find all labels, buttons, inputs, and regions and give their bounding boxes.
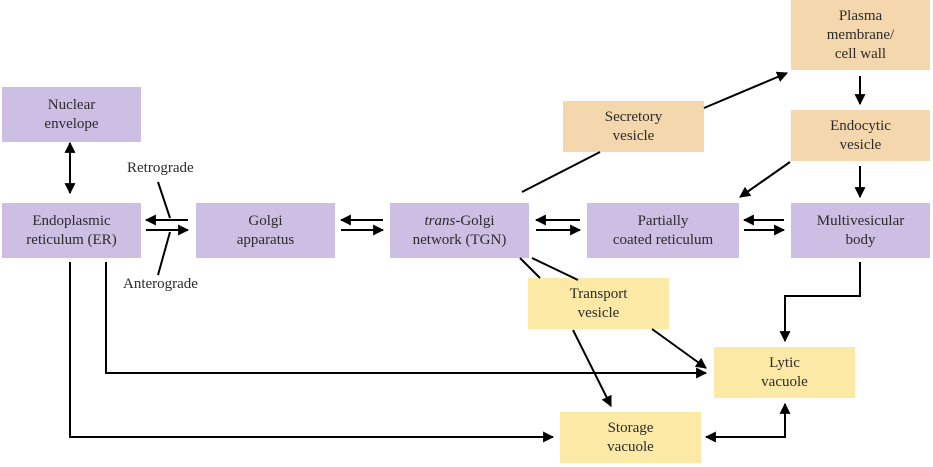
storage-vacuole-box: Storage vacuole <box>560 412 701 463</box>
multivesicular-body-label: Multivesicular body <box>816 212 905 248</box>
anterograde-pointer <box>157 231 171 276</box>
er-label: Endoplasmic reticulum (ER) <box>26 212 117 248</box>
transport-vesicle-label: Transport vesicle <box>569 285 628 321</box>
partially-coated-reticulum-label: Partially coated reticulum <box>612 212 714 248</box>
storage-vacuole-label: Storage vacuole <box>607 419 654 455</box>
line-tgn-to-transport-b <box>531 257 579 281</box>
tgn-box: trans-Golgi network (TGN) <box>390 203 529 258</box>
tgn-label: trans-Golgi network (TGN) <box>413 212 507 250</box>
arrow-transport-to-storage <box>572 329 612 407</box>
retrograde-pointer <box>157 181 171 219</box>
line-tgn-to-transport-a <box>519 257 541 279</box>
arrow-transport-to-lytic <box>651 328 707 369</box>
endocytic-vesicle-label: Endocytic vesicle <box>830 117 891 153</box>
plasma-membrane-label: Plasma membrane/ cell wall <box>826 7 895 62</box>
lytic-vacuole-box: Lytic vacuole <box>714 347 855 398</box>
er-box: Endoplasmic reticulum (ER) <box>2 203 141 258</box>
line-tgn-to-secretory <box>521 151 601 193</box>
nuclear-envelope-label: Nuclear envelope <box>44 96 99 132</box>
partially-coated-reticulum-box: Partially coated reticulum <box>587 203 739 258</box>
multivesicular-body-box: Multivesicular body <box>791 203 930 258</box>
arrow-secretory-to-plasma <box>703 71 789 109</box>
arrow-er-to-lytic <box>105 262 708 379</box>
golgi-label: Golgi apparatus <box>236 212 295 248</box>
arrow-er-to-storage <box>69 262 555 443</box>
golgi-box: Golgi apparatus <box>196 203 335 258</box>
tgn-label-part2: network (TGN) <box>412 231 507 248</box>
retrograde-label: Retrograde <box>127 160 194 176</box>
arrow-storage-lytic <box>704 402 791 443</box>
secretory-vesicle-label: Secretory vesicle <box>604 108 663 144</box>
lytic-vacuole-label: Lytic vacuole <box>761 354 808 390</box>
tgn-label-italic: trans <box>424 212 456 229</box>
anterograde-label: Anterograde <box>123 276 198 292</box>
arrow-mvb-to-lytic <box>779 262 861 343</box>
secretory-vesicle-box: Secretory vesicle <box>563 101 704 152</box>
transport-vesicle-box: Transport vesicle <box>528 278 669 329</box>
plasma-membrane-box: Plasma membrane/ cell wall <box>791 0 930 70</box>
endocytic-vesicle-box: Endocytic vesicle <box>791 110 930 161</box>
arrow-endocytic-to-pcr <box>739 161 791 198</box>
tgn-label-part1: -Golgi <box>455 212 495 229</box>
nuclear-envelope-box: Nuclear envelope <box>2 87 141 142</box>
